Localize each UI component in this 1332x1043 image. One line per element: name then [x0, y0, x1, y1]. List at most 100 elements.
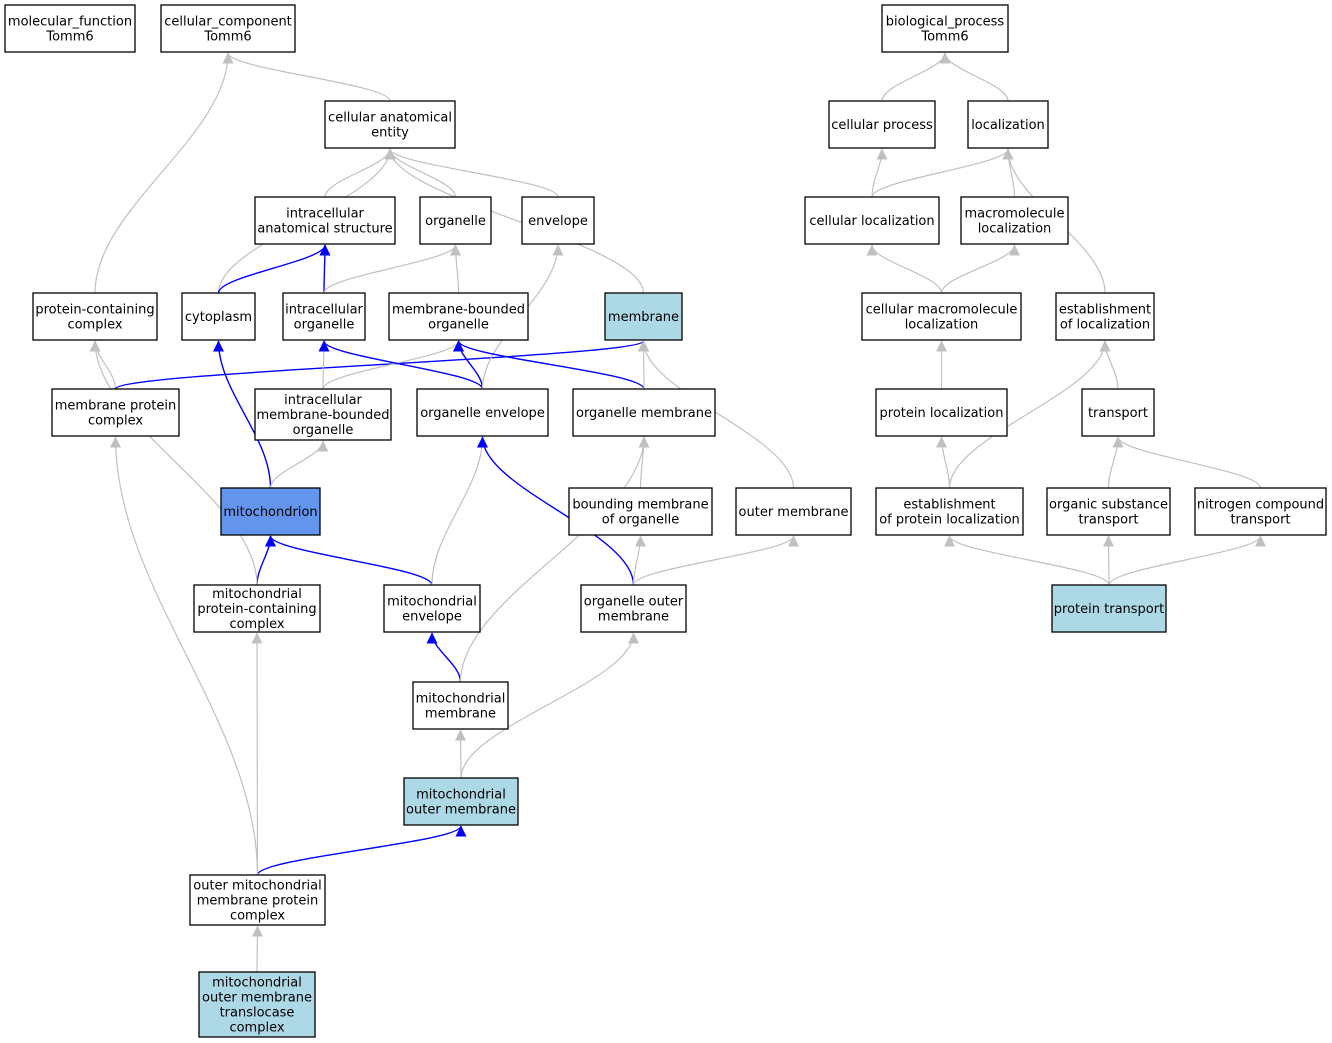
- node-box: [828, 100, 936, 149]
- node-box: [1046, 487, 1171, 536]
- node-label-line: mitochondrial: [416, 788, 506, 803]
- node-box: [861, 292, 1022, 341]
- go-term-node-mito[interactable]: mitochondrion: [220, 487, 321, 536]
- go-term-node-transport[interactable]: transport: [1081, 388, 1155, 437]
- edge-path: [1112, 436, 1262, 489]
- edge-oom-to-oenv: [477, 436, 635, 586]
- go-term-node-cytoplasm[interactable]: cytoplasm: [181, 292, 256, 341]
- go-term-node-omem[interactable]: organelle membrane: [572, 388, 716, 437]
- edge-path: [384, 148, 559, 198]
- node-box: [1194, 487, 1327, 536]
- edge-path: [89, 340, 258, 586]
- edge-path: [265, 535, 433, 586]
- edge-ptrans-to-eploc: [944, 535, 1110, 586]
- edge-oom-to-outm: [632, 535, 799, 586]
- go-term-node-oenv[interactable]: organelle envelope: [416, 388, 549, 437]
- edge-mbo-to-organelle: [450, 244, 462, 294]
- edge-path: [114, 340, 649, 390]
- edge-pcc-to-cc: [94, 52, 234, 294]
- node-label-line: of organelle: [602, 513, 679, 528]
- go-term-node-cproc[interactable]: cellular process: [828, 100, 936, 149]
- go-term-node-ptrans[interactable]: protein transport: [1051, 584, 1167, 633]
- edge-loc-to-bp: [939, 52, 1009, 102]
- go-term-node-loc[interactable]: localization: [967, 100, 1049, 149]
- node-label-line: transport: [1230, 513, 1290, 528]
- edge-transport-to-eoloc: [1099, 340, 1119, 390]
- go-term-node-cloc[interactable]: cellular localization: [804, 196, 940, 245]
- node-box: [254, 196, 396, 245]
- edge-path: [1107, 436, 1124, 489]
- edge-cloc-to-loc: [871, 148, 1014, 198]
- node-label-line: membrane: [425, 707, 496, 722]
- edge-path: [431, 436, 488, 586]
- edge-mito-to-imbo: [269, 440, 329, 489]
- node-box: [403, 777, 519, 826]
- go-term-node-membrane[interactable]: membrane: [604, 292, 683, 341]
- edge-ost-to-transport: [1107, 436, 1124, 489]
- node-box: [181, 292, 256, 341]
- edge-path: [936, 436, 951, 489]
- node-label-line: mitochondrion: [223, 505, 317, 520]
- node-label-line: membrane-bounded: [256, 408, 389, 423]
- node-box: [189, 874, 326, 926]
- edge-path: [948, 340, 1111, 489]
- go-term-node-organelle[interactable]: organelle: [419, 196, 492, 245]
- go-term-node-envelope[interactable]: envelope: [521, 196, 595, 245]
- edge-path: [217, 244, 331, 294]
- node-box: [198, 971, 316, 1038]
- go-term-node-ploc[interactable]: protein localization: [875, 388, 1008, 437]
- node-label-line: envelope: [402, 610, 462, 625]
- node-label-line: outer mitochondrial: [193, 879, 321, 894]
- node-box: [4, 4, 136, 53]
- go-term-node-outm[interactable]: outer membrane: [735, 487, 852, 536]
- node-box: [804, 196, 940, 245]
- edge-menv-to-oenv: [431, 436, 488, 586]
- node-label-line: membrane protein: [55, 399, 176, 414]
- edge-path: [89, 340, 117, 390]
- edge-io-to-organelle: [323, 244, 461, 294]
- node-label-line: bounding membrane: [572, 498, 708, 513]
- node-box: [875, 388, 1008, 437]
- node-label-line: membrane: [598, 610, 669, 625]
- edge-mom-to-mmem: [455, 729, 467, 779]
- node-label-line: complex: [230, 909, 285, 924]
- node-box: [967, 100, 1049, 149]
- edge-path: [256, 825, 467, 876]
- edge-path: [477, 436, 635, 586]
- edge-cae-to-cc: [222, 52, 391, 102]
- edge-path: [871, 148, 888, 198]
- edge-io-to-ias: [319, 244, 331, 294]
- node-box: [735, 487, 852, 536]
- edge-mpcc-to-mito: [256, 535, 276, 586]
- edge-path: [384, 148, 645, 294]
- edge-cmloc-to-mloc: [940, 244, 1020, 294]
- node-label-line: molecular_function: [8, 15, 132, 30]
- edge-omem-to-mbo: [453, 340, 645, 390]
- edge-envelope-to-cae: [384, 148, 559, 198]
